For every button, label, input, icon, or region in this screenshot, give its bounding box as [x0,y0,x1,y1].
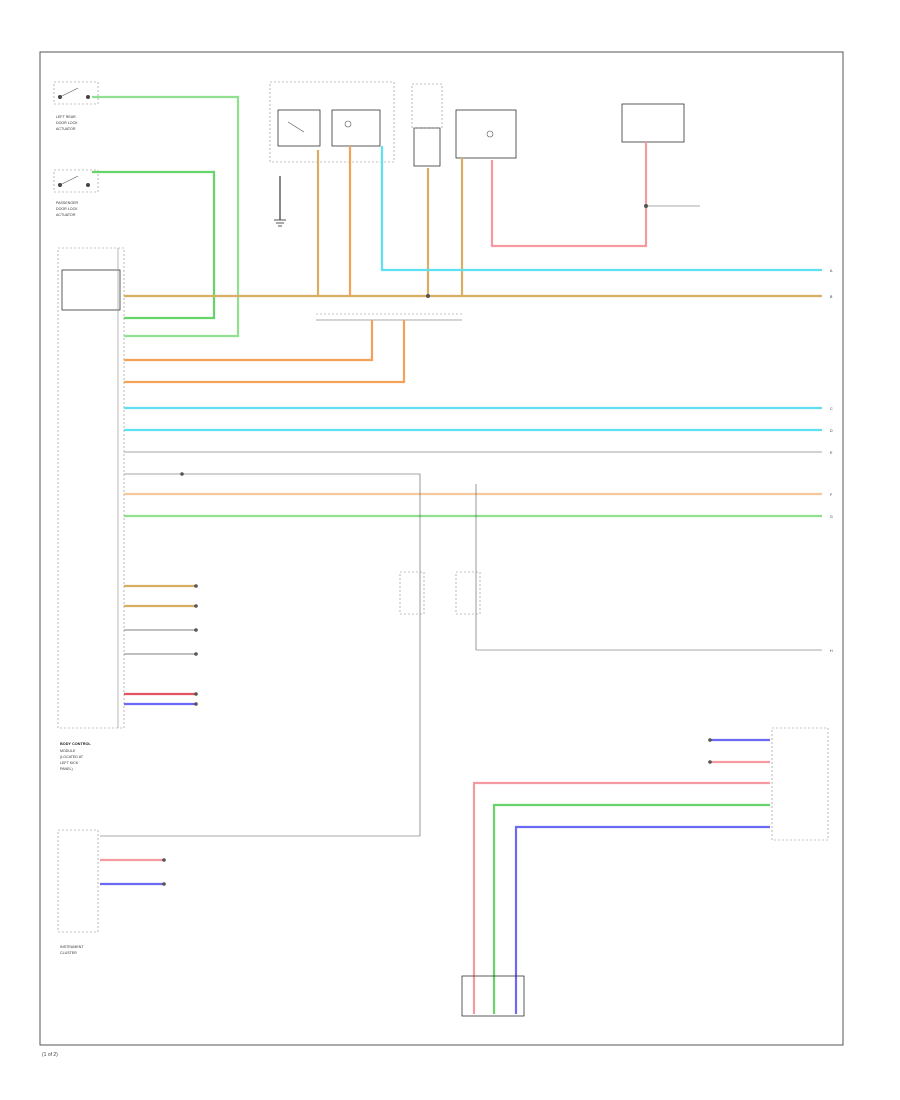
svg-text:B: B [830,295,833,299]
wire-cyan-top [380,146,822,272]
svg-text:LEFT KICK: LEFT KICK [60,761,79,765]
wire-blue-vert [514,825,770,1014]
top-center-cluster [269,81,395,163]
splice-dots [162,204,712,886]
right-sensor [455,109,517,159]
wire-orange-1 [124,320,374,362]
svg-text:MODULE: MODULE [60,749,76,753]
svg-text:BODY CONTROL: BODY CONTROL [60,742,91,746]
left-switch-1: LEFT REAR DOOR LOCK ACTUATOR [53,81,99,131]
top-right-sensor [621,103,685,143]
svg-text:(LOCATED AT: (LOCATED AT [60,755,84,759]
wire-green-2 [92,170,216,320]
wire-green-1 [92,95,240,338]
svg-text:A: A [830,269,833,273]
svg-text:ACTUATOR: ACTUATOR [56,213,76,217]
svg-text:H: H [830,649,833,653]
svg-text:DOOR LOCK: DOOR LOCK [56,207,78,211]
svg-text:CLUSTER: CLUSTER [60,951,77,955]
ground-icon [274,176,286,227]
svg-text:F: F [830,493,833,497]
svg-text:PASSENGER: PASSENGER [56,201,79,205]
svg-text:D: D [830,429,833,433]
svg-text:E: E [830,451,833,455]
right-edge-markers: A B C D E F G H [830,269,833,653]
wire-red-vert [472,781,770,1014]
bottom-connector [461,975,525,1017]
svg-text:INSTRUMENT: INSTRUMENT [60,945,84,949]
svg-text:G: G [830,515,833,519]
svg-text:ACTUATOR: ACTUATOR [56,127,76,131]
mid-sensor [411,83,443,167]
splice-block [316,313,462,321]
svg-text:C: C [830,407,833,411]
wire-bundle: INSTRUMENT CLUSTER [57,95,829,1017]
page-ref: (1 of 2) [42,1052,58,1058]
svg-text:DOOR LOCK: DOOR LOCK [56,121,78,125]
wire-orange-2 [124,320,406,384]
wire-green-vert [492,803,770,1014]
svg-text:LEFT REAR: LEFT REAR [56,115,76,119]
main-module: BODY CONTROL MODULE (LOCATED AT LEFT KIC… [57,247,125,771]
svg-text:PANEL): PANEL) [60,767,73,771]
lower-left-module [57,829,99,933]
left-switch-2: PASSENGER DOOR LOCK ACTUATOR [53,169,99,217]
wire-pink-top [490,142,648,248]
diagram-border [39,51,844,1046]
